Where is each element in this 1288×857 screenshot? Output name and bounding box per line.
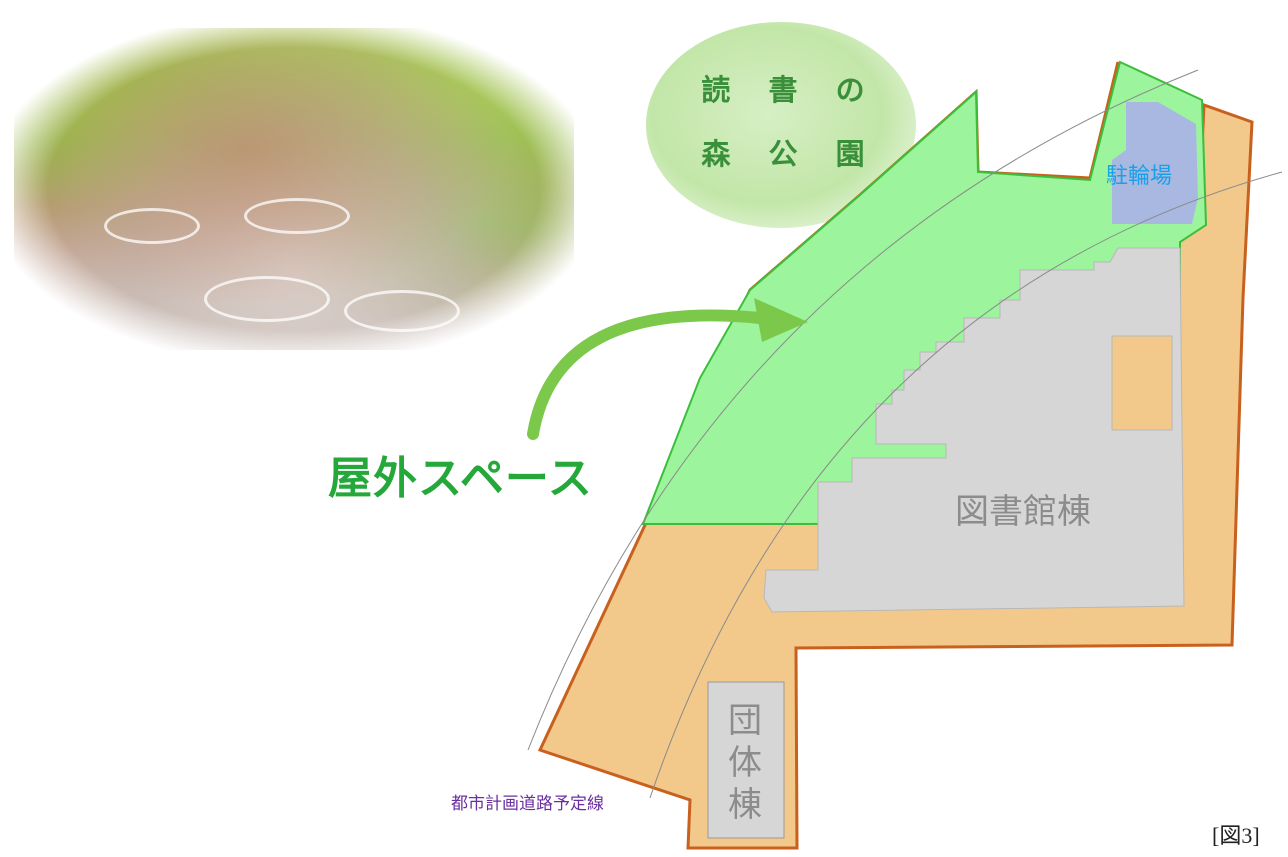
library-building-shape [763, 247, 1185, 613]
library-building-label: 図書館棟 [955, 492, 1091, 532]
cafe-table-shape [344, 290, 460, 332]
group-building-label: 団 体 棟 [708, 700, 782, 826]
figure-number: [図3] [1212, 823, 1260, 848]
park-name-line1: 読 書 の [701, 73, 879, 107]
terrace-photo [14, 28, 574, 350]
cafe-table-shape [104, 208, 200, 244]
group-building-char: 団 [728, 701, 762, 741]
cafe-table-shape [244, 198, 350, 234]
park-name-line2: 森 公 園 [701, 137, 879, 171]
park-name: 読 書 の 森 公 園 [700, 58, 880, 186]
group-building-char: 棟 [728, 785, 762, 825]
group-building-char: 体 [728, 743, 762, 783]
bicycle-parking-label: 駐輪場 [1106, 164, 1173, 189]
road-line-outer [527, 69, 1199, 751]
library-courtyard [1111, 335, 1173, 431]
cafe-table-shape [204, 276, 330, 322]
bicycle-parking-shape [1112, 102, 1198, 224]
outdoor-space-label: 屋外スペース [328, 453, 593, 504]
arrow-head-icon [754, 298, 808, 342]
road-line-inner [649, 171, 1283, 799]
arrow-curve [527, 309, 766, 440]
road-line-label: 都市計画道路予定線 [451, 794, 604, 814]
group-building-shape [707, 681, 785, 839]
